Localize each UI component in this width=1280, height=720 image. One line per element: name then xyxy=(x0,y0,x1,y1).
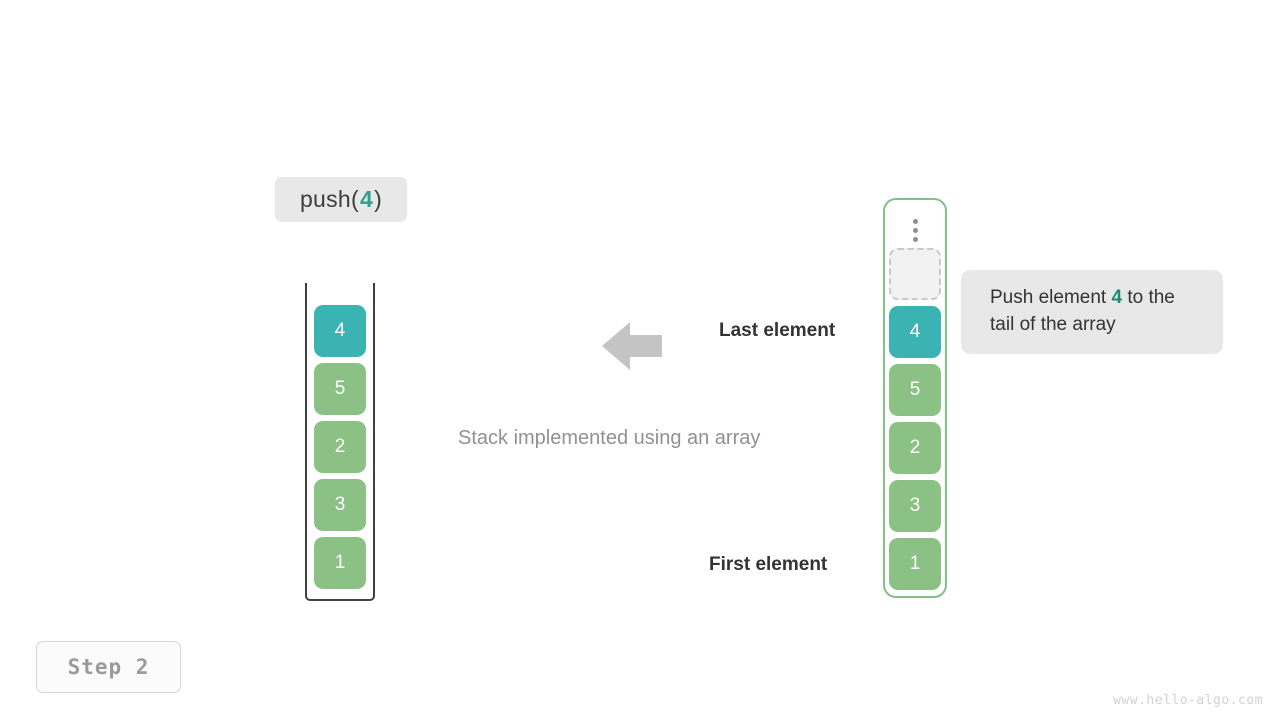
last-element-label: Last element xyxy=(719,320,836,341)
step-badge: Step 2 xyxy=(36,641,181,693)
stack-cell: 5 xyxy=(314,363,366,415)
stack-cell: 2 xyxy=(314,421,366,473)
array-cell: 5 xyxy=(889,364,941,416)
operation-argument: 4 xyxy=(359,186,374,212)
stack-cell: 1 xyxy=(314,537,366,589)
array-cell-value: 5 xyxy=(909,379,921,400)
arrow-left-icon xyxy=(602,318,662,374)
array-cell-value: 3 xyxy=(909,495,921,516)
stack-cell: 3 xyxy=(314,479,366,531)
array-cell: 3 xyxy=(889,480,941,532)
operation-name: push( xyxy=(299,186,359,212)
vertical-ellipsis-icon xyxy=(885,213,945,247)
stack-cell-value: 1 xyxy=(334,552,346,573)
tooltip-text-after: to the tail of the array xyxy=(990,287,1175,335)
stack-cell-list: 4 5 2 3 1 xyxy=(314,305,366,589)
tooltip-text-before: Push element xyxy=(990,287,1112,308)
array-cell: 2 xyxy=(889,422,941,474)
stack-cell-value: 4 xyxy=(334,320,346,341)
stack-cell-value: 3 xyxy=(334,494,346,515)
diagram-caption: Stack implemented using an array xyxy=(458,427,761,449)
stack-cell-value: 2 xyxy=(334,436,346,457)
array-cell-value: 4 xyxy=(909,321,921,342)
explanation-tooltip: Push element 4 to the tail of the array xyxy=(961,270,1223,354)
stack-bracket xyxy=(305,283,375,601)
stack-container: 4 5 2 3 1 xyxy=(305,283,375,601)
array-cell: 4 xyxy=(889,306,941,358)
array-container: 4 5 2 3 1 xyxy=(883,198,947,598)
first-element-label: First element xyxy=(709,554,828,575)
watermark: www.hello-algo.com xyxy=(1113,693,1263,708)
array-empty-slot xyxy=(889,248,941,300)
array-cell: 1 xyxy=(889,538,941,590)
stack-cell: 4 xyxy=(314,305,366,357)
stack-cell-value: 5 xyxy=(334,378,346,399)
array-cell-list: 4 5 2 3 1 xyxy=(889,248,941,590)
operation-paren-close: ) xyxy=(374,186,383,212)
array-cell-value: 2 xyxy=(909,437,921,458)
step-badge-label: Step 2 xyxy=(67,655,150,679)
array-cell-value: 1 xyxy=(909,553,921,574)
operation-label: push(4) xyxy=(275,177,407,222)
tooltip-accent-value: 4 xyxy=(1111,287,1123,308)
